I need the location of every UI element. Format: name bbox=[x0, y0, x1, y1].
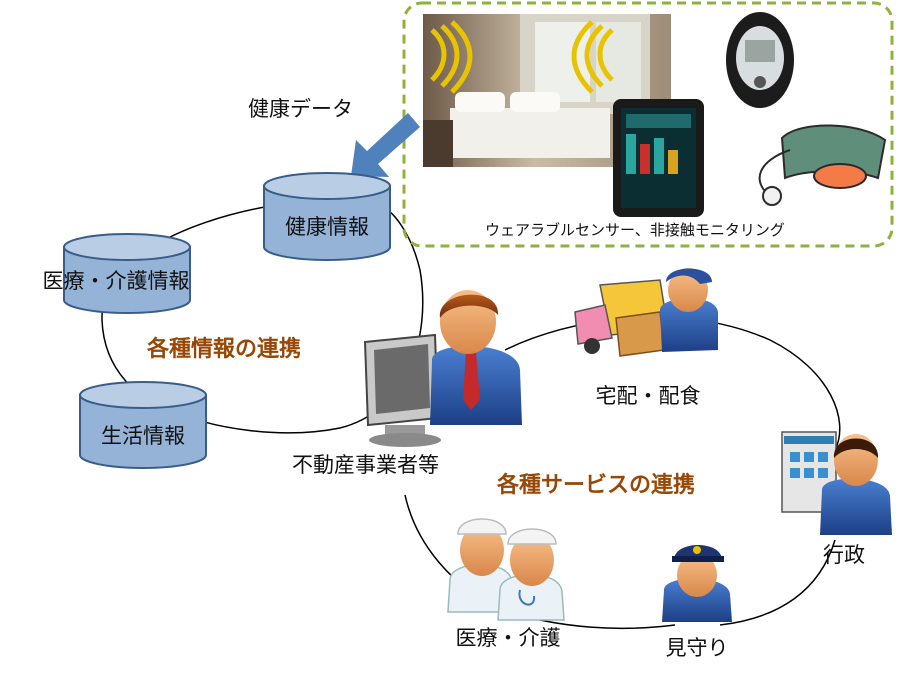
doctors-icon bbox=[447, 518, 565, 621]
life-info-database bbox=[79, 381, 207, 469]
health-data-arrow bbox=[351, 113, 420, 177]
life-info-label: 生活情報 bbox=[101, 424, 185, 448]
service-link-heading: 各種サービスの連携 bbox=[496, 472, 695, 498]
pedometer-icon bbox=[726, 12, 794, 108]
medical-care-info-label: 医療・介護情報 bbox=[43, 269, 190, 293]
info-link-heading: 各種情報の連携 bbox=[146, 336, 301, 362]
health-data-label: 健康データ bbox=[248, 97, 353, 121]
police-officer-icon bbox=[662, 545, 732, 622]
tablet-icon bbox=[613, 99, 704, 217]
health-info-label: 健康情報 bbox=[285, 215, 369, 239]
delivery-truck-icon bbox=[574, 268, 718, 357]
medical-care-info-database bbox=[63, 233, 191, 314]
government-label: 行政 bbox=[823, 543, 865, 567]
bedroom-photo bbox=[423, 14, 671, 167]
medical-label: 医療・介護 bbox=[456, 626, 561, 650]
sensor-caption: ウェアラブルセンサー、非接触モニタリング bbox=[485, 221, 785, 239]
health-info-database bbox=[263, 172, 391, 261]
blood-pressure-monitor-icon bbox=[758, 124, 887, 206]
center-label: 不動産事業者等 bbox=[292, 453, 439, 477]
watch-label: 見守り bbox=[666, 636, 729, 660]
delivery-label: 宅配・配食 bbox=[596, 384, 701, 408]
computer-user-icon bbox=[363, 290, 522, 447]
government-building-icon bbox=[781, 431, 892, 535]
